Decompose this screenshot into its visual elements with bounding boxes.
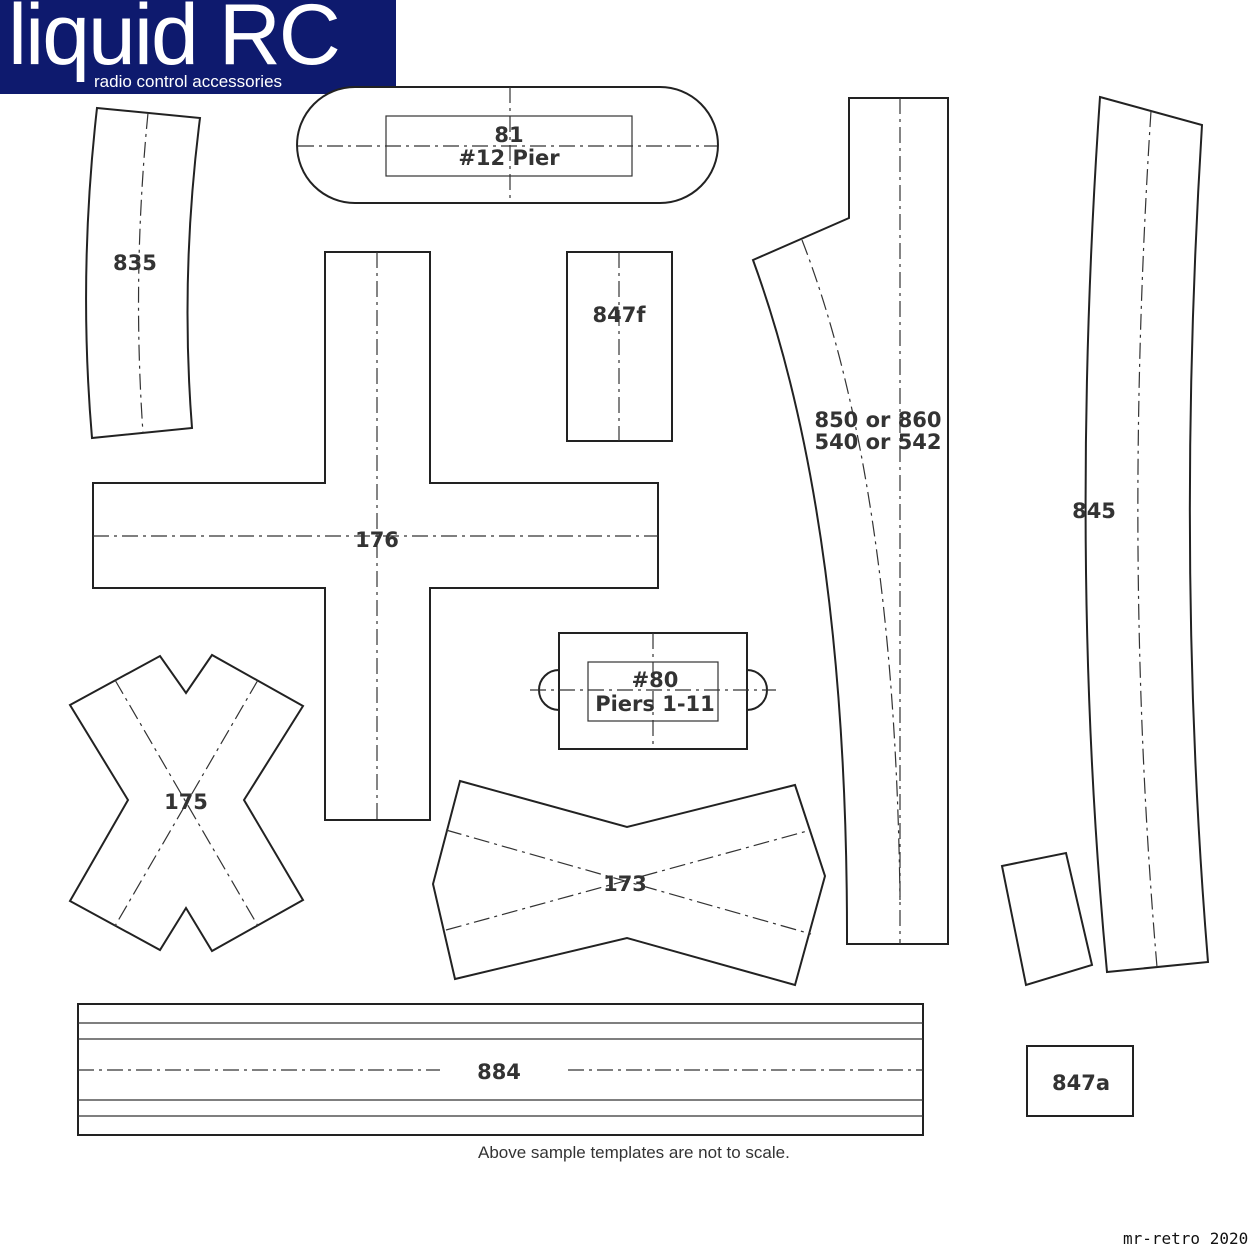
template-81-pier: 81 #12 Pier xyxy=(296,86,719,204)
template-80-piers: #80 Piers 1-11 xyxy=(530,632,776,750)
template-80-sublabel: Piers 1-11 xyxy=(595,692,715,716)
template-80-label: #80 xyxy=(632,668,679,692)
credit-watermark: mr-retro 2020 xyxy=(1123,1229,1249,1248)
template-847f: 847f xyxy=(566,251,673,442)
template-175-label: 175 xyxy=(164,790,208,814)
template-850-sublabel: 540 or 542 xyxy=(814,430,941,454)
template-175: 175 xyxy=(68,653,305,953)
template-850-860: 850 or 860 540 or 542 xyxy=(751,97,949,945)
template-81-label: 81 xyxy=(494,123,523,147)
template-884: 884 xyxy=(77,1003,924,1136)
template-835-label: 835 xyxy=(113,251,157,275)
template-845: 845 xyxy=(1000,95,1210,987)
template-847a: 847a xyxy=(1026,1045,1134,1117)
template-176: 176 xyxy=(92,251,659,821)
logo-tagline: radio control accessories xyxy=(94,72,283,91)
template-847a-label: 847a xyxy=(1052,1071,1110,1095)
template-173: 173 xyxy=(431,779,827,987)
template-173-label: 173 xyxy=(603,872,647,896)
template-845-label: 845 xyxy=(1072,499,1116,523)
template-835: 835 xyxy=(85,106,202,440)
template-847f-label: 847f xyxy=(593,303,647,327)
template-176-label: 176 xyxy=(355,528,399,552)
template-81-sublabel: #12 Pier xyxy=(458,146,560,170)
logo: liquid RC radio control accessories xyxy=(0,0,396,94)
scale-note: Above sample templates are not to scale. xyxy=(478,1143,790,1162)
logo-wordmark: liquid RC xyxy=(8,0,341,83)
template-850-label: 850 or 860 xyxy=(814,408,941,432)
template-884-label: 884 xyxy=(477,1060,521,1084)
